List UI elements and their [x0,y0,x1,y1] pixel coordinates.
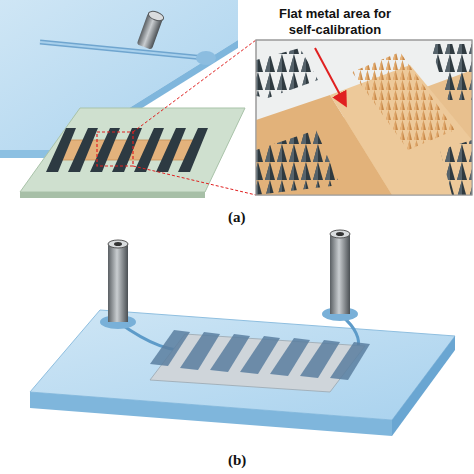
substrate [20,40,256,198]
assembled-chip [30,230,455,436]
callout-text: Flat metal area for self-calibration [268,6,402,37]
panel-label: (b) [228,452,246,469]
panel-label: (a) [228,209,246,226]
zoom-inset [256,40,472,195]
